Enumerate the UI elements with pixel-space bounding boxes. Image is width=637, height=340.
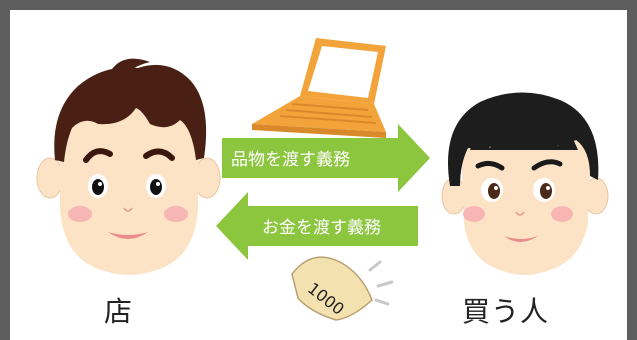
arrow-goods-label: 品物を渡す義務	[231, 150, 350, 170]
laptop-icon	[252, 38, 386, 138]
banknote-icon: 1000	[291, 256, 394, 321]
arrow-money-obligation: お金を渡す義務	[216, 192, 418, 260]
arrow-goods-obligation: 品物を渡す義務	[222, 124, 430, 192]
arrow-money-label: お金を渡す義務	[262, 218, 381, 238]
buyer-label: 買う人	[462, 295, 550, 328]
buyer-face-icon	[441, 92, 609, 275]
shopkeeper-face-icon	[36, 58, 221, 275]
shop-label: 店	[104, 295, 134, 328]
